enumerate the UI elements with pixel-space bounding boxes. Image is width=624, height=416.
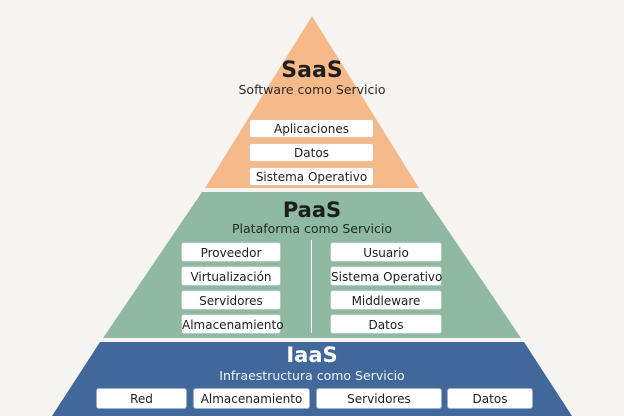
iaas-subtitle: Infraestructura como Servicio (219, 368, 405, 383)
paas-title: PaaS (282, 198, 342, 222)
iaas-item-red: Red (96, 388, 187, 409)
paas-subtitle: Plataforma como Servicio (232, 221, 392, 236)
paas-left-item-almacenamiento: Almacenamiento (181, 314, 284, 334)
saas-item-sistema-operativo: Sistema Operativo (249, 167, 374, 186)
iaas-title: IaaS (286, 343, 338, 367)
saas-item-aplicaciones: Aplicaciones (249, 119, 374, 138)
saas-subtitle: Software como Servicio (238, 82, 386, 97)
paas-right-item-datos: Datos (330, 314, 442, 334)
paas-left-item-virtualizacion: Virtualización (181, 266, 281, 286)
iaas-item-servidores: Servidores (316, 388, 442, 409)
paas-left-item-proveedor: Proveedor (181, 242, 281, 262)
saas-item-datos: Datos (249, 143, 374, 162)
iaas-item-datos: Datos (447, 388, 533, 409)
paas-right-item-sistema-operativo: Sistema Operativo (330, 266, 442, 286)
saas-title: SaaS (281, 58, 343, 83)
paas-column-divider (311, 240, 312, 333)
paas-right-item-usuario: Usuario (330, 242, 442, 262)
paas-right-item-middleware: Middleware (330, 290, 442, 310)
paas-left-item-servidores: Servidores (181, 290, 281, 310)
iaas-item-almacenamiento: Almacenamiento (193, 388, 310, 409)
